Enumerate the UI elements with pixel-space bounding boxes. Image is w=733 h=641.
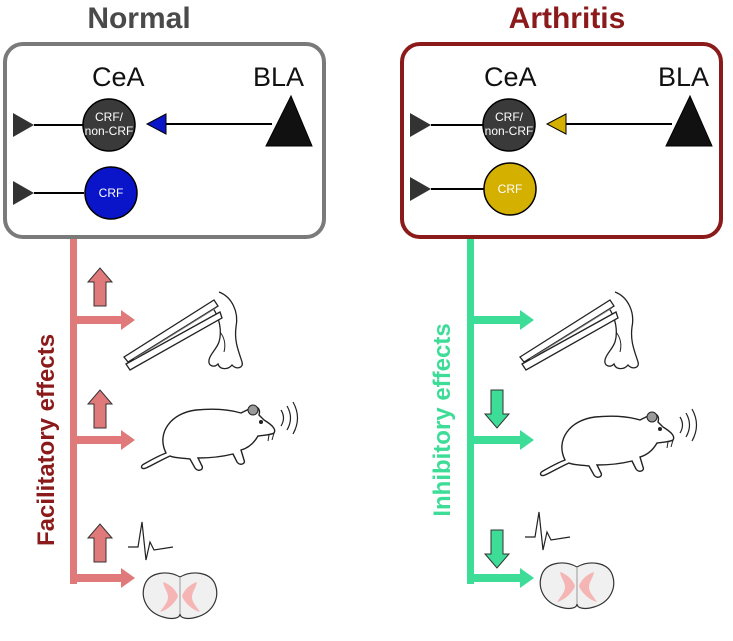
spinal-cord-recording-icon [127, 521, 218, 620]
normal-cell1-line1: CRF/ [95, 110, 124, 124]
rat-vocalization-icon [539, 408, 698, 478]
normal-cea-label: CeA [92, 62, 145, 92]
inhibitory-effects-label: Inhibitory effects [429, 323, 456, 516]
arthritis-crf-noncrf-neuron [482, 98, 536, 152]
arthritis-input-terminal-2 [410, 177, 431, 201]
normal-title: Normal [87, 2, 190, 35]
normal-cell1-line2: non-CRF [85, 124, 134, 138]
normal-input-terminal-2 [13, 181, 34, 205]
arthritis-crf-neuron [483, 162, 537, 216]
arthritis-title: Arthritis [509, 2, 626, 35]
normal-crf-noncrf-neuron [82, 98, 136, 152]
arthritis-cell1-line1: CRF/ [495, 110, 524, 124]
arthritis-cell2-label: CRF [498, 182, 523, 196]
normal-effect-arrows [77, 310, 135, 588]
arthritis-decrease-arrows [483, 389, 511, 569]
normal-cell2-label: CRF [99, 186, 124, 200]
forceps-icon [519, 291, 639, 371]
forceps-icon [123, 291, 243, 371]
normal-bla-neuron [265, 94, 313, 147]
arthritis-effect-arrows [474, 310, 534, 588]
facilitatory-effects-label: Facilitatory effects [33, 334, 60, 546]
arthritis-input-terminal-1 [410, 113, 431, 137]
normal-crf-neuron [84, 166, 138, 220]
normal-input-terminal-1 [13, 113, 34, 137]
normal-bla-label: BLA [253, 62, 304, 92]
arthritis-bla-neuron [665, 94, 713, 147]
normal-increase-arrows [86, 267, 114, 563]
arthritis-output-trunk [467, 239, 474, 584]
normal-output-trunk [70, 239, 77, 584]
arthritis-cell1-line2: non-CRF [485, 124, 534, 138]
spinal-cord-recording-icon [524, 511, 615, 610]
arthritis-bla-label: BLA [658, 62, 709, 92]
arthritis-cea-label: CeA [484, 62, 537, 92]
rat-vocalization-icon [140, 401, 299, 471]
